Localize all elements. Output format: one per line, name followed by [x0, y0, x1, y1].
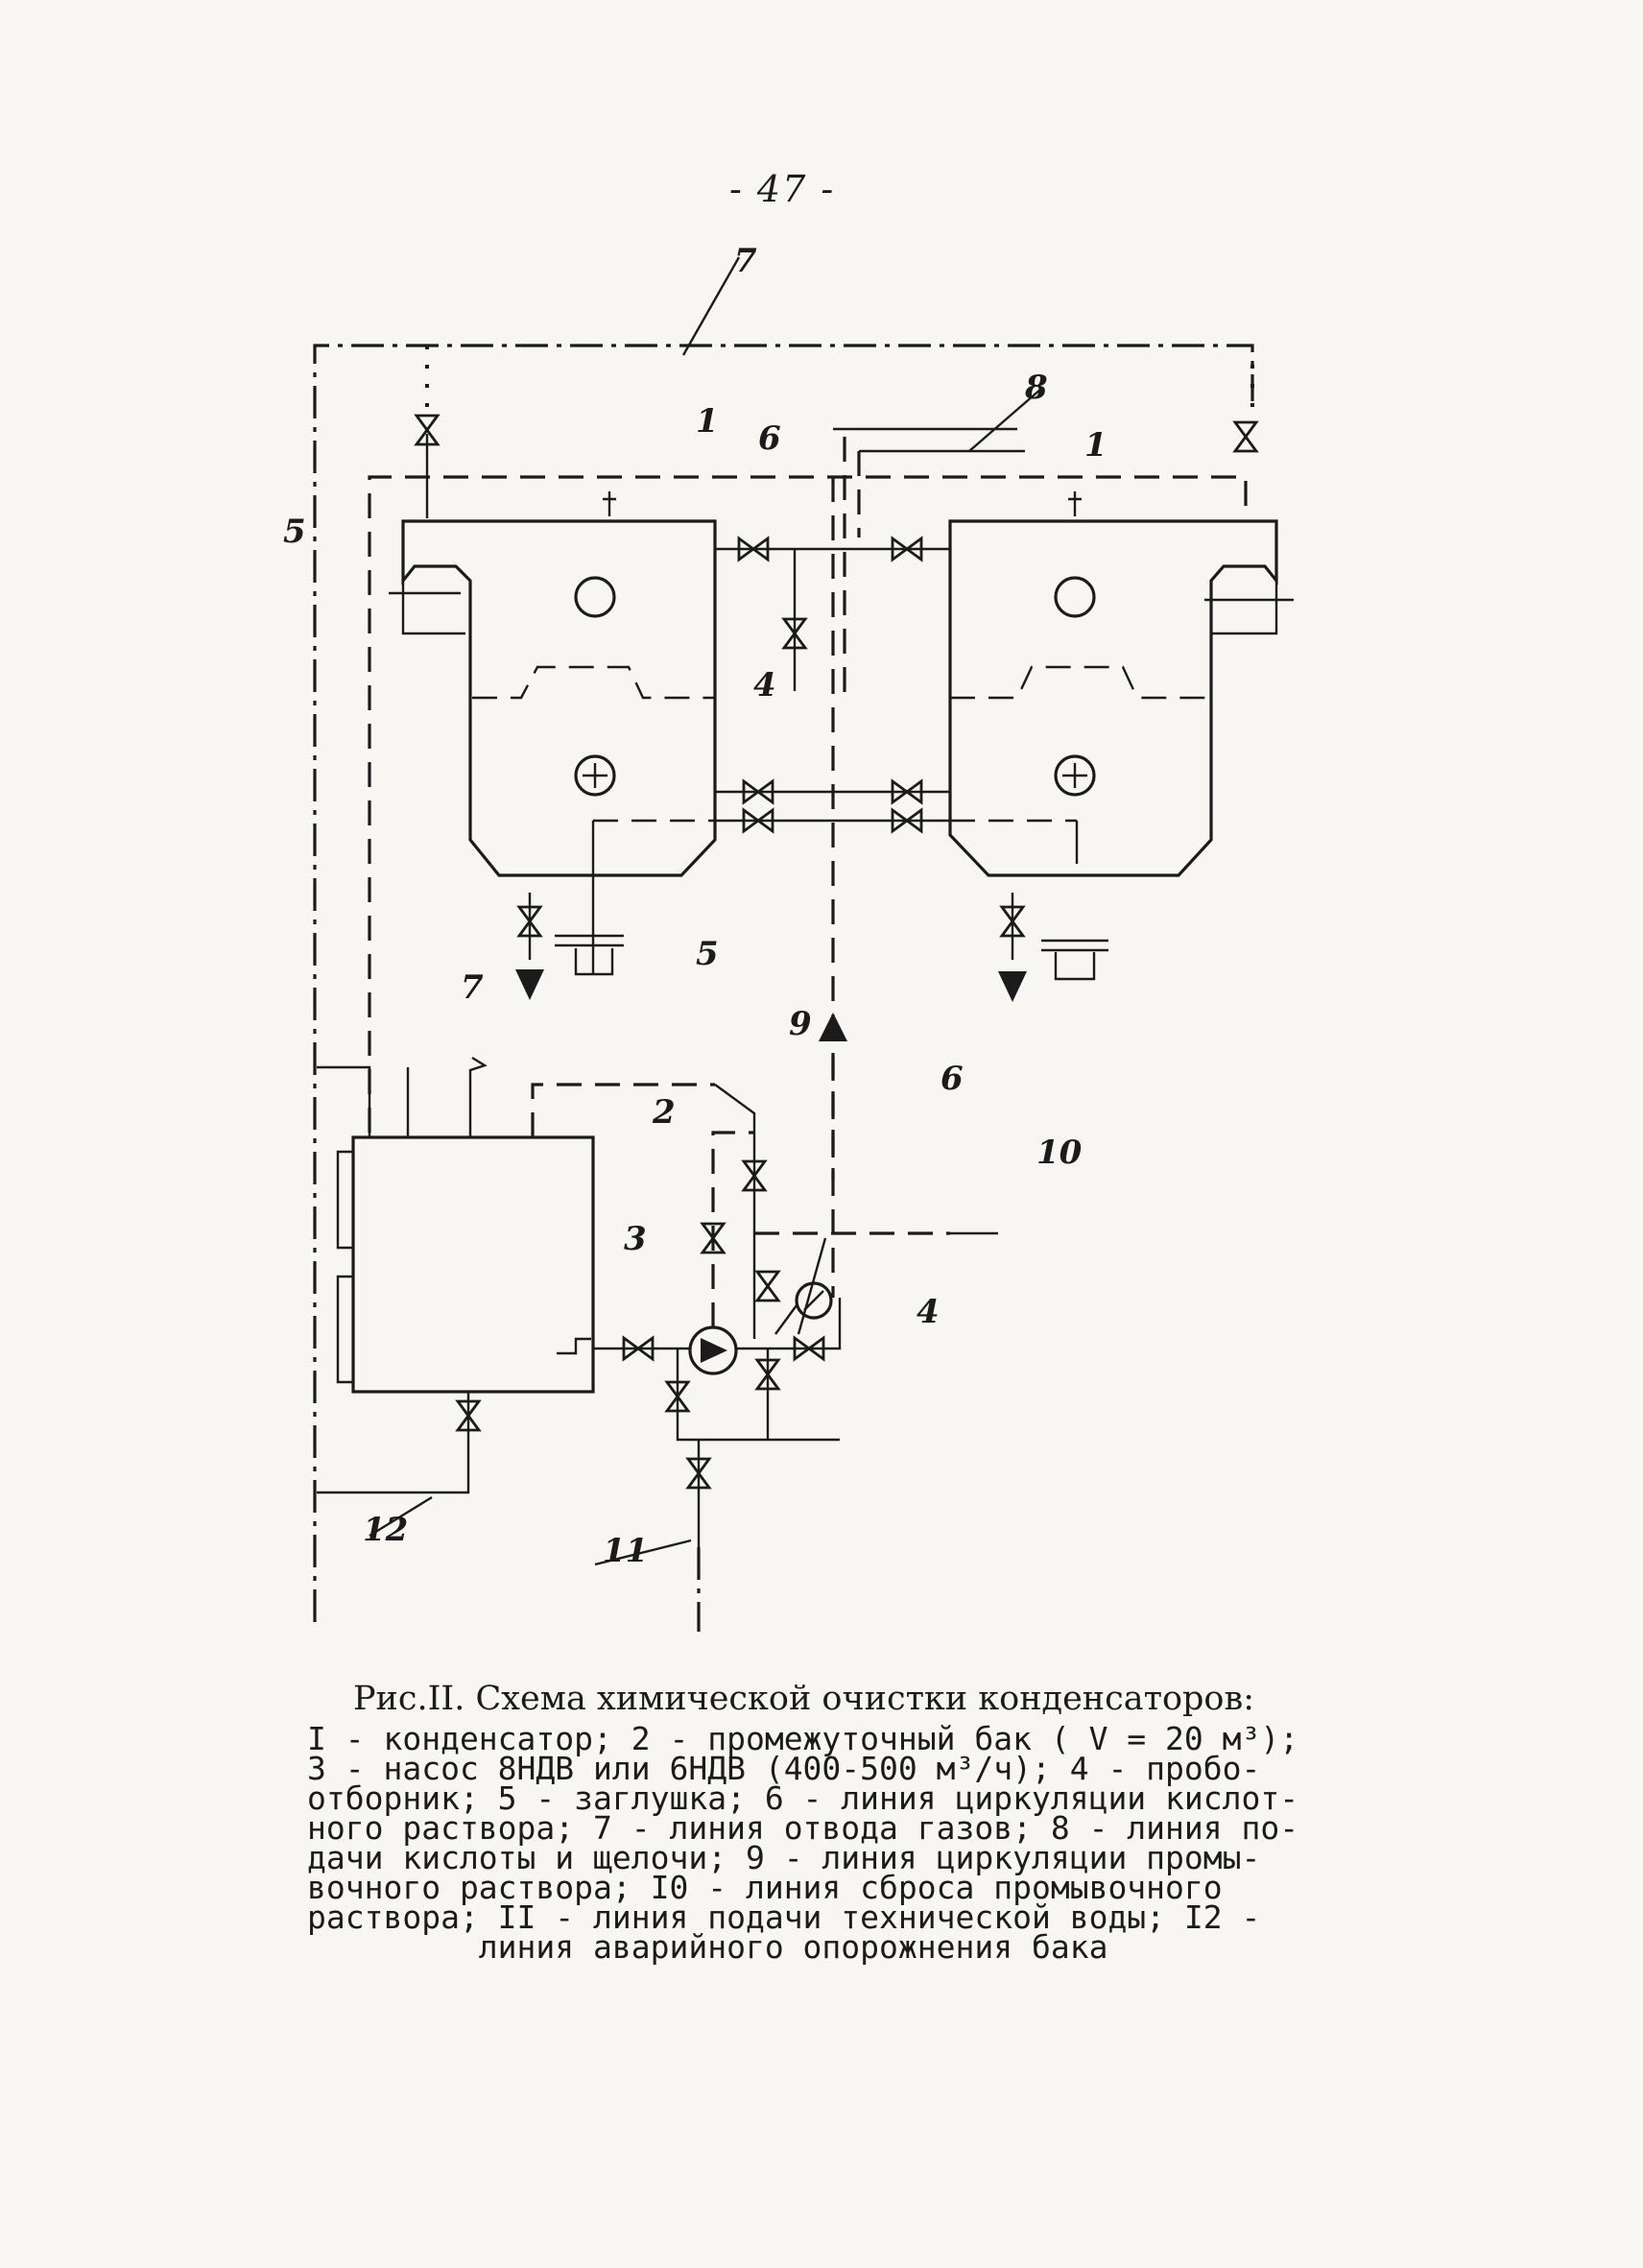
callout-water-line: 11 [603, 1532, 648, 1570]
interconnect-piping [591, 547, 1079, 974]
gas-vent-line [313, 256, 1254, 1622]
caption-line: раствора; II - линия подачи технической … [307, 1898, 1261, 1936]
callout-drain-line: 10 [1036, 1134, 1083, 1172]
callout-tank: 2 [652, 1093, 676, 1132]
callout-acid-alkali-line: 8 [1024, 369, 1048, 407]
caption-title: Рис.II. Схема химической очистки конденс… [353, 1680, 1255, 1718]
acid-alkali-feed-line [833, 388, 1042, 705]
figure-caption: Рис.II. Схема химической очистки конденс… [307, 1680, 1363, 1966]
caption-line: дачи кислоты и щелочи; 9 - линия циркуля… [307, 1839, 1261, 1876]
condenser-right [948, 491, 1294, 877]
caption-line: 3 - насос 8НДВ или 6НДВ (400-500 м³/ч); … [307, 1750, 1261, 1787]
circulation-pump [593, 1084, 998, 1442]
condenser-left [389, 491, 717, 877]
callout-sampler-lower: 4 [917, 1293, 940, 1331]
drain-outlets [515, 893, 1108, 1041]
water-and-emergency-lines [317, 1392, 701, 1632]
caption-line: вочного раствора; I0 - линия сброса пром… [307, 1869, 1223, 1906]
caption-line: отборник; 5 - заглушка; 6 - линия циркул… [307, 1779, 1299, 1817]
callout-condenser-left: 1 [696, 402, 719, 441]
callout-plug-upper: 5 [283, 513, 306, 551]
callout-plug-lower: 5 [696, 935, 719, 973]
callout-pump: 3 [624, 1220, 647, 1258]
callout-condenser-right: 1 [1084, 426, 1107, 465]
caption-line: ного раствора; 7 - линия отвода газов; 8… [307, 1809, 1299, 1847]
callout-labels: 7 8 1 6 1 5 4 5 7 9 2 6 10 3 4 12 11 [283, 242, 1107, 1570]
callout-acid-line-lower: 6 [941, 1060, 964, 1098]
page-number: - 47 - [729, 168, 836, 210]
acid-circulation-line [368, 434, 1248, 1298]
caption-line: I - конденсатор; 2 - промежуточный бак (… [307, 1720, 1299, 1757]
valves[interactable] [415, 414, 1258, 1490]
intermediate-tank [317, 1056, 715, 1394]
callout-emergency-line: 12 [363, 1511, 408, 1549]
callout-gas-line-tank: 7 [461, 968, 484, 1007]
callout-sampler-upper: 4 [753, 666, 776, 704]
caption-legend: I - конденсатор; 2 - промежуточный бак (… [307, 1720, 1363, 1966]
caption-line: линия аварийного опорожнения бака [307, 1928, 1108, 1966]
callout-rinse-line: 9 [789, 1005, 812, 1043]
callout-acid-line-upper: 6 [758, 419, 781, 458]
callout-gas-line-top: 7 [734, 242, 757, 280]
